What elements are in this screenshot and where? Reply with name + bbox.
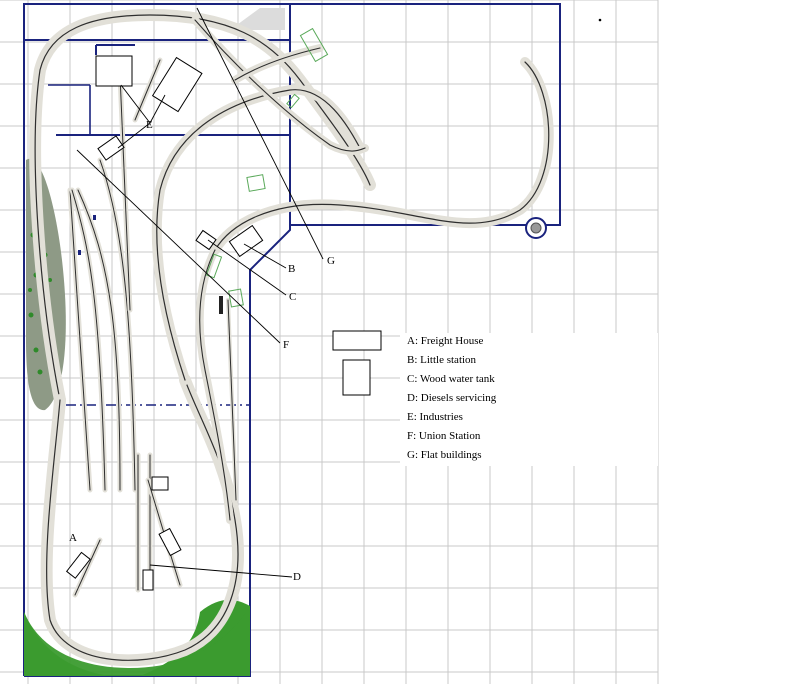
grass-area-bottom [24, 606, 250, 676]
legend-item: A: Freight House [407, 335, 484, 347]
dot [598, 18, 602, 22]
turntable [525, 217, 547, 239]
legend-item: D: Diesels servicing [407, 392, 497, 404]
legend-item: E: Industries [407, 411, 463, 423]
legend-item: G: Flat buildings [407, 449, 482, 461]
label-a: A [69, 532, 77, 544]
label-g: G [327, 255, 335, 267]
benchwork-divider [48, 84, 250, 406]
track-plan [29, 8, 554, 667]
label-b: B [288, 263, 295, 275]
leader-lines [76, 7, 324, 578]
legend-item: C: Wood water tank [407, 373, 495, 385]
legend-background [400, 333, 658, 466]
markers [78, 215, 96, 255]
legend: A: Freight House B: Little station C: Wood… [407, 335, 497, 461]
label-f: F [283, 339, 289, 351]
buildings [65, 55, 382, 591]
label-d: D [293, 571, 301, 583]
legend-item: B: Little station [407, 354, 477, 366]
label-c: C [289, 291, 296, 303]
corner-scenery-top [30, 8, 285, 30]
legend-item: F: Union Station [407, 430, 481, 442]
station-platform [219, 296, 223, 314]
label-e: E [146, 119, 153, 131]
